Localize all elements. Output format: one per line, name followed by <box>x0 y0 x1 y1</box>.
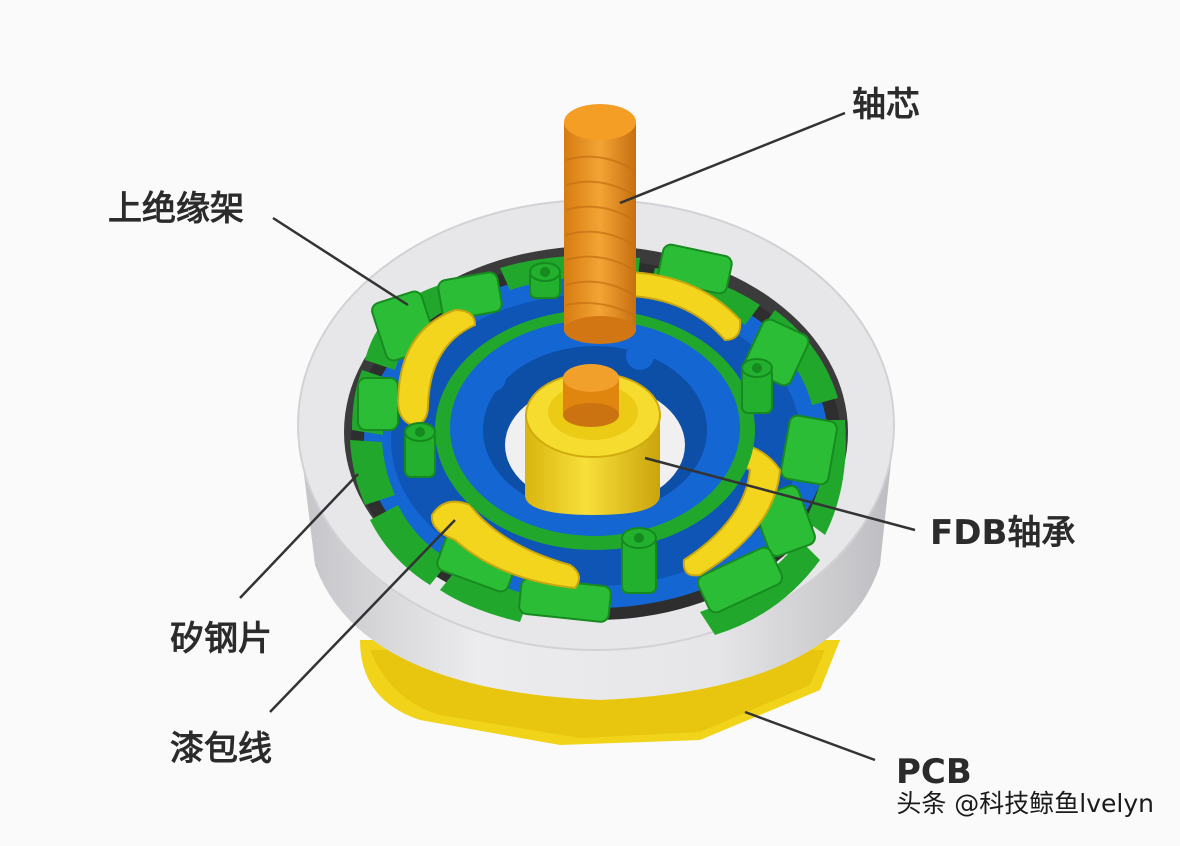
label-pcb: PCB <box>896 752 972 792</box>
label-fdb-bearing: FDB轴承 <box>930 513 1076 553</box>
fdb-bearing-hub <box>525 364 661 515</box>
label-enameled-wire: 漆包线 <box>170 729 272 769</box>
leader-line-silicon-steel <box>239 473 359 599</box>
leader-line-pcb <box>744 710 876 762</box>
leader-line-fdb-bearing <box>644 456 916 532</box>
watermark: 头条 @科技鲸鱼lvelyn <box>896 789 1154 818</box>
label-upper-insulator: 上绝缘架 <box>108 189 244 229</box>
insulator-posts <box>404 262 773 594</box>
label-shaft: 轴芯 <box>852 85 920 125</box>
leader-lines <box>239 111 916 762</box>
leader-line-shaft <box>619 111 846 205</box>
label-silicon-steel: 矽钢片 <box>170 619 272 659</box>
enameled-wire-coils <box>396 270 782 590</box>
leader-line-upper-insulator <box>272 216 409 307</box>
shaft <box>564 104 636 344</box>
leader-line-enameled-wire <box>269 519 456 713</box>
